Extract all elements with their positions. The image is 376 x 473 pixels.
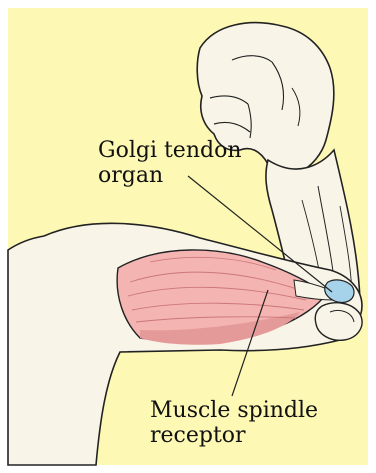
golgi-label-line1: Golgi tendon (98, 138, 242, 163)
elbow-joint (315, 303, 362, 341)
spindle-label-line1: Muscle spindle (150, 398, 318, 423)
golgi-label-line2: organ (98, 163, 242, 188)
muscle-spindle-receptor-label: Muscle spindle receptor (150, 398, 318, 448)
golgi-tendon-organ-label: Golgi tendon organ (98, 138, 242, 188)
spindle-label-line2: receptor (150, 423, 318, 448)
